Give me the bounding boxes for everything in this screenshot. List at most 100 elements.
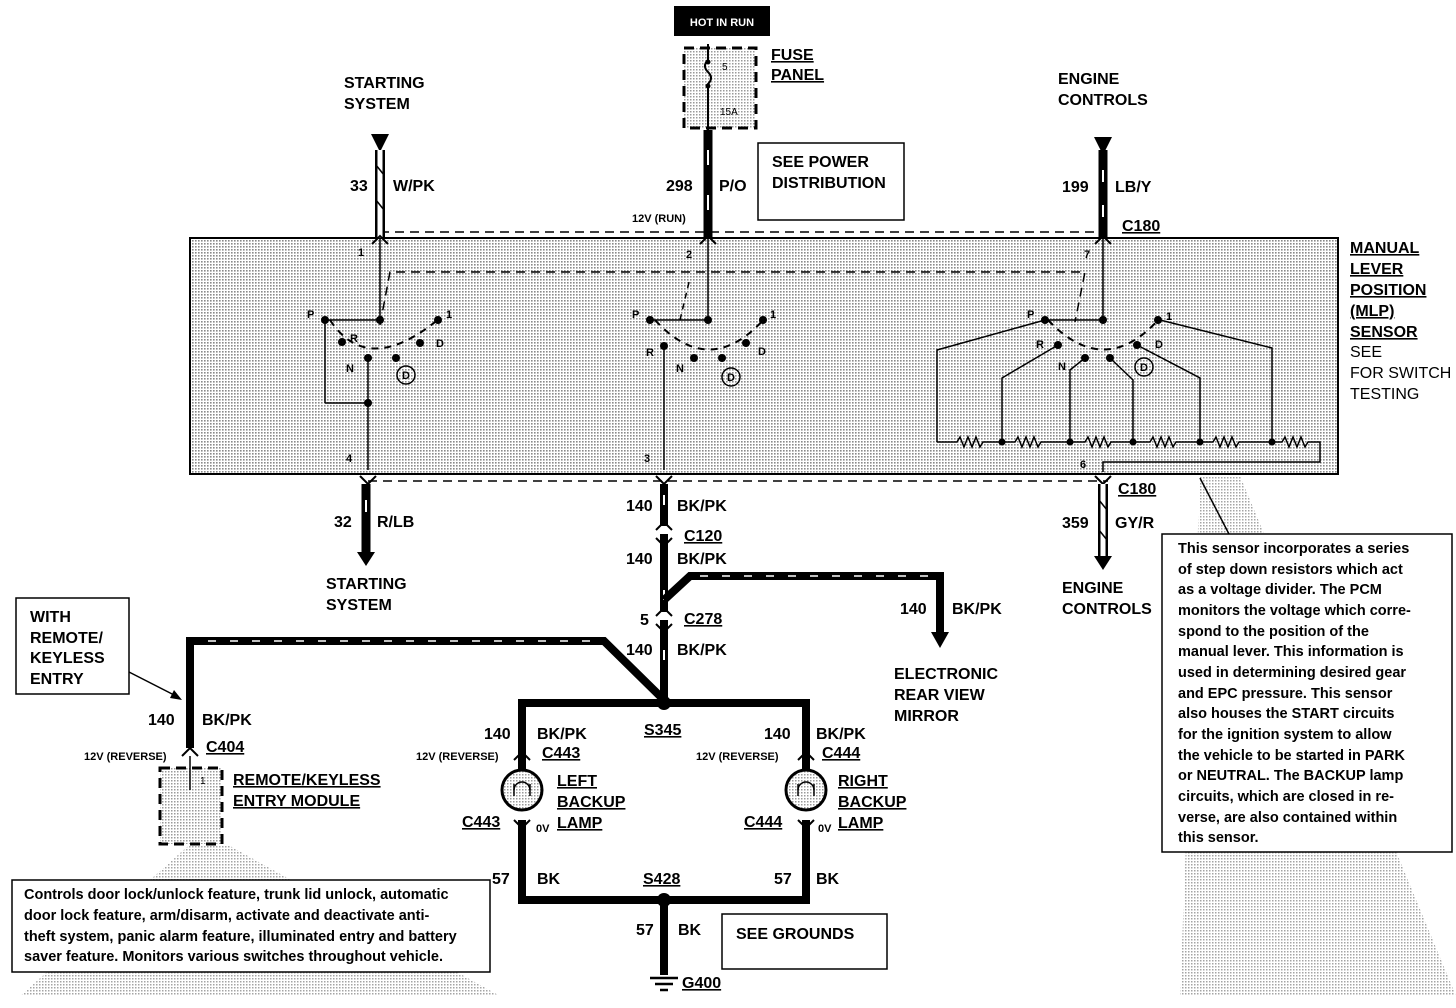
c443-top-label: C443 <box>542 745 580 762</box>
svg-text:TESTING: TESTING <box>1350 386 1419 403</box>
svg-text:as a voltage divider. The PCM: as a voltage divider. The PCM <box>1178 582 1382 598</box>
c444-top-label: C444 <box>822 745 860 762</box>
svg-text:GY/R: GY/R <box>1115 515 1155 532</box>
svg-text:0V: 0V <box>536 823 550 835</box>
svg-text:saver feature. Monitors vario: saver feature. Monitors various switches… <box>24 949 443 965</box>
see-grounds-label: SEE GROUNDS <box>736 926 855 943</box>
svg-text:N: N <box>346 363 354 375</box>
svg-text:BK/PK: BK/PK <box>677 551 727 568</box>
svg-text:1: 1 <box>358 247 364 259</box>
left-backup-lamp-label: LEFT <box>557 773 597 790</box>
c444-bottom-label: C444 <box>744 814 782 831</box>
svg-text:and EPC pressure. This sensor: and EPC pressure. This sensor <box>1178 686 1393 702</box>
wire-32 <box>357 484 375 566</box>
mlp-sensor-box <box>189 237 1339 475</box>
hot-in-run-label: HOT IN RUN <box>674 6 770 36</box>
svg-text:SEE: SEE <box>1350 344 1382 361</box>
engine-controls-bottom-label: ENGINE <box>1062 580 1124 597</box>
s428-label: S428 <box>643 871 680 888</box>
svg-text:D: D <box>436 338 444 350</box>
c278-label: C278 <box>684 611 722 628</box>
svg-text:4: 4 <box>346 453 353 465</box>
svg-text:LAMP: LAMP <box>838 815 884 832</box>
svg-text:BK/PK: BK/PK <box>677 498 727 515</box>
svg-text:this sensor.: this sensor. <box>1178 830 1259 846</box>
c404-label: C404 <box>206 739 244 756</box>
svg-text:12V (REVERSE): 12V (REVERSE) <box>696 751 779 763</box>
svg-text:MIRROR: MIRROR <box>894 708 959 725</box>
remote-keyless-note <box>11 879 491 973</box>
fuse-panel-label: FUSE <box>771 47 814 64</box>
svg-text:used in determining desired ge: used in determining desired gear <box>1178 665 1406 681</box>
svg-text:also houses the START circuits: also houses the START circuits <box>1178 706 1394 722</box>
svg-text:monitors the voltage which cor: monitors the voltage which corre- <box>1178 603 1411 619</box>
c443-bottom-label: C443 <box>462 814 500 831</box>
mlp-sensor-note <box>1161 533 1453 853</box>
see-power-distribution-box <box>757 142 905 221</box>
svg-text:the vehicle to be started in P: the vehicle to be started in PARK <box>1178 748 1405 764</box>
svg-text:5: 5 <box>640 612 649 629</box>
rear-view-mirror-label: ELECTRONIC <box>894 666 998 683</box>
wire-359 <box>1094 484 1112 570</box>
svg-text:BACKUP: BACKUP <box>557 794 626 811</box>
svg-text:theft system, panic alarm feat: theft system, panic alarm feature, illum… <box>24 929 457 945</box>
svg-text:(MLP): (MLP) <box>1350 303 1394 320</box>
svg-text:ENTRY MODULE: ENTRY MODULE <box>233 793 360 810</box>
svg-text:12V (REVERSE): 12V (REVERSE) <box>84 751 167 763</box>
svg-text:140: 140 <box>484 726 511 743</box>
svg-text:P: P <box>1027 309 1034 321</box>
svg-text:LB/Y: LB/Y <box>1115 179 1152 196</box>
c120-label: C120 <box>684 528 722 545</box>
fuse-panel: 5 15A <box>682 44 758 132</box>
svg-text:BK/PK: BK/PK <box>952 601 1002 618</box>
sensor-note-text: This sensor incorporates a series of ste… <box>1178 541 1411 846</box>
svg-text:298: 298 <box>666 178 693 195</box>
svg-text:D: D <box>1140 362 1148 374</box>
svg-text:REMOTE/: REMOTE/ <box>30 630 103 647</box>
svg-text:BK: BK <box>678 922 702 939</box>
svg-text:FOR SWITCH: FOR SWITCH <box>1350 365 1451 382</box>
svg-text:SYSTEM: SYSTEM <box>344 96 410 113</box>
svg-text:verse, are also contained with: verse, are also contained within <box>1178 810 1397 826</box>
svg-text:N: N <box>676 363 684 375</box>
svg-text:BK/PK: BK/PK <box>537 726 587 743</box>
svg-text:WITH: WITH <box>30 609 71 626</box>
mlp-backup-switch <box>650 238 766 470</box>
remote-keyless-module-label: REMOTE/KEYLESS <box>233 772 381 789</box>
svg-text:P: P <box>632 309 639 321</box>
svg-text:7: 7 <box>1084 249 1090 261</box>
svg-text:ENTRY: ENTRY <box>30 671 84 688</box>
svg-text:KEYLESS: KEYLESS <box>30 650 105 667</box>
svg-text:spond to the position of the: spond to the position of the <box>1178 624 1369 640</box>
svg-text:This sensor incorporates a ser: This sensor incorporates a series <box>1178 541 1409 557</box>
see-grounds-box <box>721 913 888 970</box>
svg-text:140: 140 <box>626 498 653 515</box>
svg-text:3: 3 <box>644 453 650 465</box>
svg-text:LAMP: LAMP <box>557 815 603 832</box>
svg-text:57: 57 <box>636 922 654 939</box>
svg-text:140: 140 <box>900 601 927 618</box>
svg-text:1: 1 <box>200 776 206 787</box>
svg-text:PANEL: PANEL <box>771 67 824 84</box>
wire-140-mirror <box>661 572 949 648</box>
s345-label: S345 <box>644 722 681 739</box>
svg-text:circuits, which are closed in: circuits, which are closed in re- <box>1178 789 1394 805</box>
svg-text:D: D <box>727 372 735 384</box>
see-power-distribution-label: SEE POWER <box>772 154 869 171</box>
svg-text:P: P <box>307 309 314 321</box>
mlp-start-switch <box>324 238 441 470</box>
svg-text:BACKUP: BACKUP <box>838 794 907 811</box>
svg-text:1: 1 <box>1166 311 1172 323</box>
wire-140-remote-keyless <box>186 637 667 748</box>
svg-text:12V (RUN): 12V (RUN) <box>632 213 686 225</box>
svg-text:D: D <box>758 346 766 358</box>
wire-33 <box>375 150 385 238</box>
svg-text:N: N <box>1058 361 1066 373</box>
remote-keyless-module: 1 <box>158 756 224 846</box>
svg-text:Controls door lock/unlock feat: Controls door lock/unlock feature, trunk… <box>24 887 449 903</box>
s428-splice <box>657 893 671 907</box>
svg-text:for the ignition system to all: for the ignition system to allow <box>1178 727 1392 743</box>
svg-text:D: D <box>1155 339 1163 351</box>
ground-symbol <box>650 976 678 992</box>
